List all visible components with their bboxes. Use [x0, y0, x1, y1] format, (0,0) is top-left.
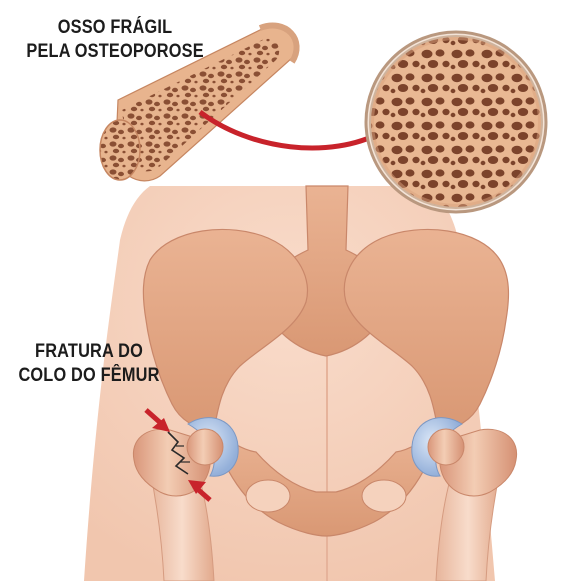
right-obturator-foramen — [362, 480, 406, 512]
fracture-label-line1: FRATURA DO — [12, 340, 165, 364]
magnify-arrow — [200, 112, 382, 148]
osteoporosis-label-line1: OSSO FRÁGIL — [26, 16, 203, 40]
osteoporosis-label-line2: PELA OSTEOPOROSE — [26, 40, 203, 64]
left-femoral-head — [187, 429, 223, 465]
osteoporosis-label: OSSO FRÁGIL PELA OSTEOPOROSE — [12, 16, 218, 64]
left-obturator-foramen — [246, 480, 290, 512]
right-femoral-head — [428, 429, 464, 465]
fracture-label-line2: COLO DO FÊMUR — [12, 364, 165, 388]
fracture-label: FRATURA DO COLO DO FÊMUR — [0, 340, 178, 388]
